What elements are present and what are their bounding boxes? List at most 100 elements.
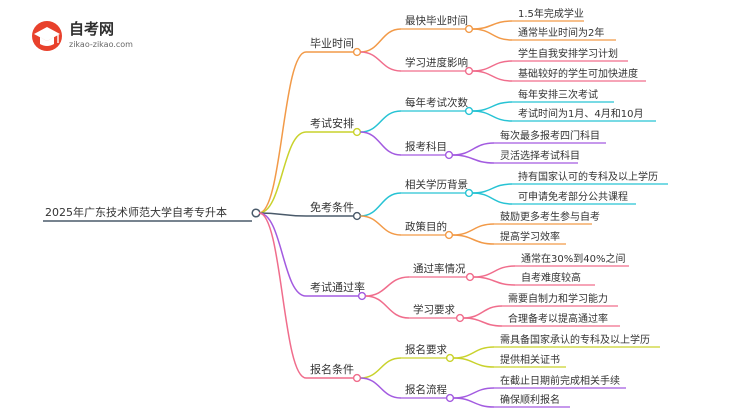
subtopic-dot	[445, 353, 455, 363]
branch-connector	[258, 51, 307, 214]
subtopic-label: 报名要求	[405, 343, 447, 356]
leaf-connector	[452, 234, 495, 245]
leaf-label: 基础较好的学生可加快进度	[518, 67, 638, 80]
leaf-connector	[472, 192, 513, 205]
subtopic-dot	[465, 272, 475, 282]
subtopic-label: 学习要求	[413, 303, 455, 316]
leaf-label: 灵活选择考试科目	[500, 149, 580, 162]
root-label: 2025年广东技术师范大学自考专升本	[45, 205, 227, 219]
branch-dot	[357, 291, 367, 301]
subtopic-connector	[360, 28, 402, 53]
branch-label: 毕业时间	[310, 37, 354, 50]
subtopic-label: 报名流程	[405, 383, 447, 396]
leaf-connector	[453, 397, 495, 408]
leaf-label: 合理备考以提高通过率	[508, 312, 608, 325]
logo-title: 自考网	[69, 20, 114, 38]
branch-label: 免考条件	[310, 200, 354, 214]
leaf-label: 可申请免考部分公共课程	[518, 190, 628, 203]
leaf-label: 每次最多报考四门科目	[500, 129, 600, 142]
leaf-connector	[472, 28, 513, 41]
leaf-connector	[473, 265, 516, 278]
leaf-label: 自考难度较高	[521, 271, 581, 284]
branch-label: 考试安排	[310, 116, 354, 130]
leaf-label: 持有国家认可的专科及以上学历	[518, 170, 658, 183]
leaf-connector	[472, 20, 513, 30]
branch-label: 考试通过率	[310, 280, 365, 294]
leaf-label: 学生自我安排学习计划	[518, 47, 618, 60]
subtopic-connector	[360, 192, 402, 217]
subtopic-connector	[360, 215, 402, 236]
leaf-label: 在截止日期前完成相关手续	[500, 374, 620, 387]
leaf-connector	[452, 154, 495, 164]
leaf-connector	[452, 142, 495, 156]
subtopic-dot	[444, 230, 454, 240]
branch-connector	[258, 212, 307, 297]
subtopic-connector	[360, 110, 402, 133]
subtopic-connector	[360, 51, 402, 72]
leaf-label: 通常毕业时间为2年	[518, 26, 604, 39]
subtopic-dot	[455, 313, 465, 323]
leaf-connector	[472, 183, 513, 194]
leaf-connector	[473, 276, 516, 286]
leaf-connector	[463, 317, 503, 327]
subtopic-dot	[464, 188, 474, 198]
logo-subtitle: zikao-zikao.com	[69, 40, 133, 49]
branch-dot	[352, 373, 362, 383]
leaf-connector	[472, 60, 513, 72]
subtopic-connector	[365, 295, 410, 319]
leaf-label: 提供相关证书	[500, 353, 560, 366]
branch-dot	[352, 211, 362, 221]
subtopic-label: 相关学历背景	[405, 178, 468, 191]
subtopic-dot	[464, 24, 474, 34]
leaf-connector	[472, 110, 513, 122]
subtopic-label: 报考科目	[405, 140, 447, 153]
leaf-label: 提高学习效率	[500, 230, 560, 243]
logo: 自考网 zikao-zikao.com	[32, 20, 133, 51]
leaf-label: 需要自制力和学习能力	[508, 292, 608, 305]
leaf-connector	[453, 387, 495, 399]
root-node: 2025年广东技术师范大学自考专升本	[43, 205, 261, 222]
branch-connector	[258, 212, 307, 379]
leaf-label: 需具备国家承认的专科及以上学历	[500, 333, 650, 346]
leaf-label: 确保顺利报名	[500, 393, 560, 406]
subtopic-connector	[365, 276, 410, 297]
leaf-label: 考试时间为1月、4月和10月	[518, 107, 643, 120]
subtopic-dot	[464, 106, 474, 116]
subtopic-dot	[445, 393, 455, 403]
branch-dot	[352, 127, 362, 137]
leaf-label: 每年安排三次考试	[518, 88, 598, 101]
leaf-connector	[452, 223, 495, 236]
leaf-connector	[453, 357, 495, 368]
subtopic-label: 每年考试次数	[405, 96, 468, 109]
leaf-label: 通常在30%到40%之间	[521, 252, 625, 265]
subtopic-label: 最快毕业时间	[405, 14, 468, 27]
leaf-label: 鼓励更多考生参与自考	[500, 210, 600, 223]
leaf-connector	[472, 70, 513, 82]
subtopic-connector	[360, 357, 402, 379]
branch-label: 报名条件	[310, 362, 354, 376]
subtopic-dot	[444, 150, 454, 160]
subtopic-label: 通过率情况	[413, 262, 466, 275]
leaf-connector	[472, 101, 513, 112]
leaf-connector	[463, 305, 503, 319]
subtopic-label: 政策目的	[405, 220, 447, 233]
subtopic-label: 学习进度影响	[405, 56, 468, 69]
graduation-cap-icon	[32, 21, 62, 51]
subtopic-dot	[464, 66, 474, 76]
branch-dot	[352, 47, 362, 57]
subtopic-connector	[360, 131, 402, 156]
leaf-connector	[453, 346, 495, 359]
leaf-label: 1.5年完成学业	[518, 7, 584, 20]
subtopic-connector	[360, 377, 402, 399]
root-connector-dot	[251, 208, 261, 218]
branch-connector	[258, 212, 307, 217]
branch-connector	[258, 131, 307, 214]
